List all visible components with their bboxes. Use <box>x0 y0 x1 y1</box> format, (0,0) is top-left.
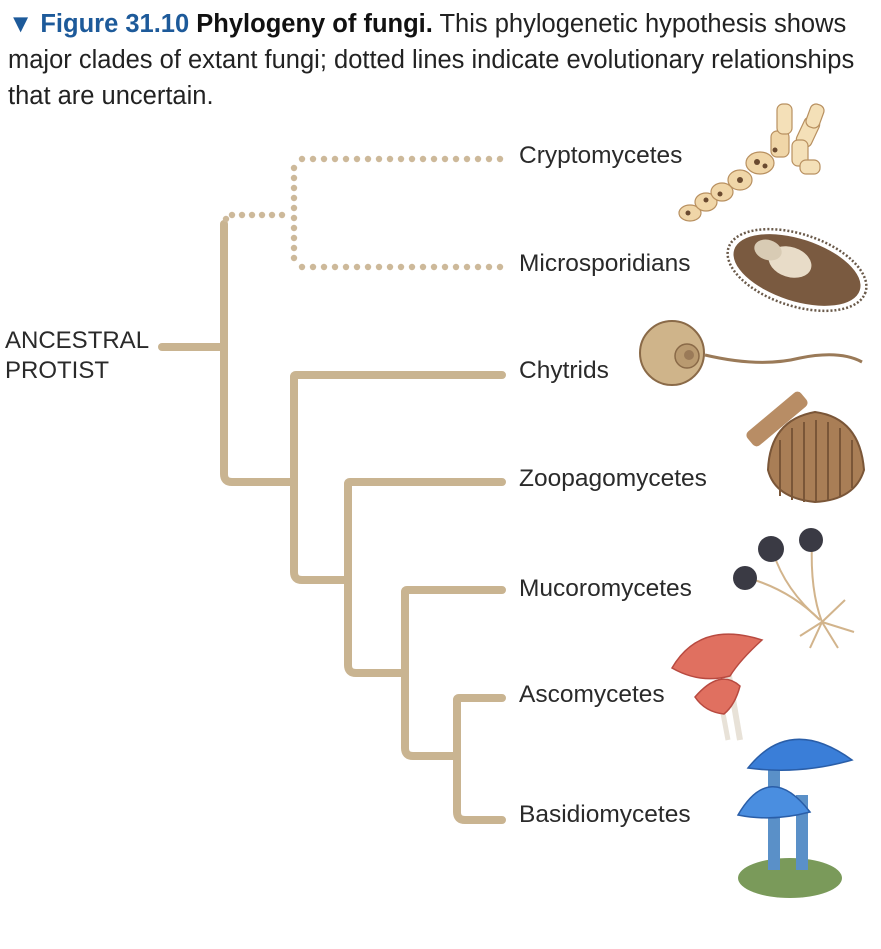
taxon-label-mucoromycetes: Mucoromycetes <box>519 575 692 602</box>
branch-mucoromycetes <box>401 586 506 596</box>
figure-caption: ▼ Figure 31.10 Phylogeny of fungi. This … <box>8 6 868 114</box>
mucoromycete-mold-icon <box>733 528 855 649</box>
branch-ascomycetes <box>453 694 506 704</box>
caption-marker: ▼ <box>8 10 34 38</box>
taxon-label-basidiomycetes: Basidiomycetes <box>519 801 691 828</box>
cryptomycete-hyphae-icon <box>678 103 825 222</box>
dotted-vertical <box>290 164 298 262</box>
taxon-label-zoopagomycetes: Zoopagomycetes <box>519 465 707 492</box>
taxon-label-chytrids: Chytrids <box>519 357 609 384</box>
node-chytrids-vertical <box>290 373 352 584</box>
node-mucoro-vertical <box>401 588 461 760</box>
cup-fungi-icon <box>670 633 764 741</box>
dotted-root-link <box>222 211 286 223</box>
taxon-label-microsporidians: Microsporidians <box>519 250 691 277</box>
caption-text: This phylogenetic hypothesis shows major… <box>8 10 855 110</box>
blue-mushroom-icon <box>736 738 854 898</box>
root-label-line2: PROTIST <box>5 357 110 384</box>
branch-zoopagomycetes <box>344 478 506 488</box>
branch-chytrids <box>290 371 506 381</box>
root-label-line1: ANCESTRAL <box>5 327 150 354</box>
ancestral-protist-label: ANCESTRAL PROTIST <box>5 326 149 386</box>
uncertain-branches <box>222 155 504 271</box>
taxon-label-cryptomycetes: Cryptomycetes <box>519 142 683 169</box>
figure-title: Phylogeny of fungi. <box>196 10 433 38</box>
dotted-branch-microsporidians <box>298 263 504 271</box>
node-zoopago-vertical <box>344 480 409 677</box>
microsporidian-spore-icon <box>726 227 868 313</box>
dotted-branch-cryptomycetes <box>298 155 504 163</box>
taxon-label-ascomycetes: Ascomycetes <box>519 681 665 708</box>
branch-basidiomycetes <box>453 696 506 824</box>
zoopagomycete-sporangium-icon <box>746 391 866 504</box>
chytrid-zoospore-icon <box>639 320 863 386</box>
figure-number: Figure 31.10 <box>40 10 190 38</box>
trunk-vertical <box>220 220 298 486</box>
